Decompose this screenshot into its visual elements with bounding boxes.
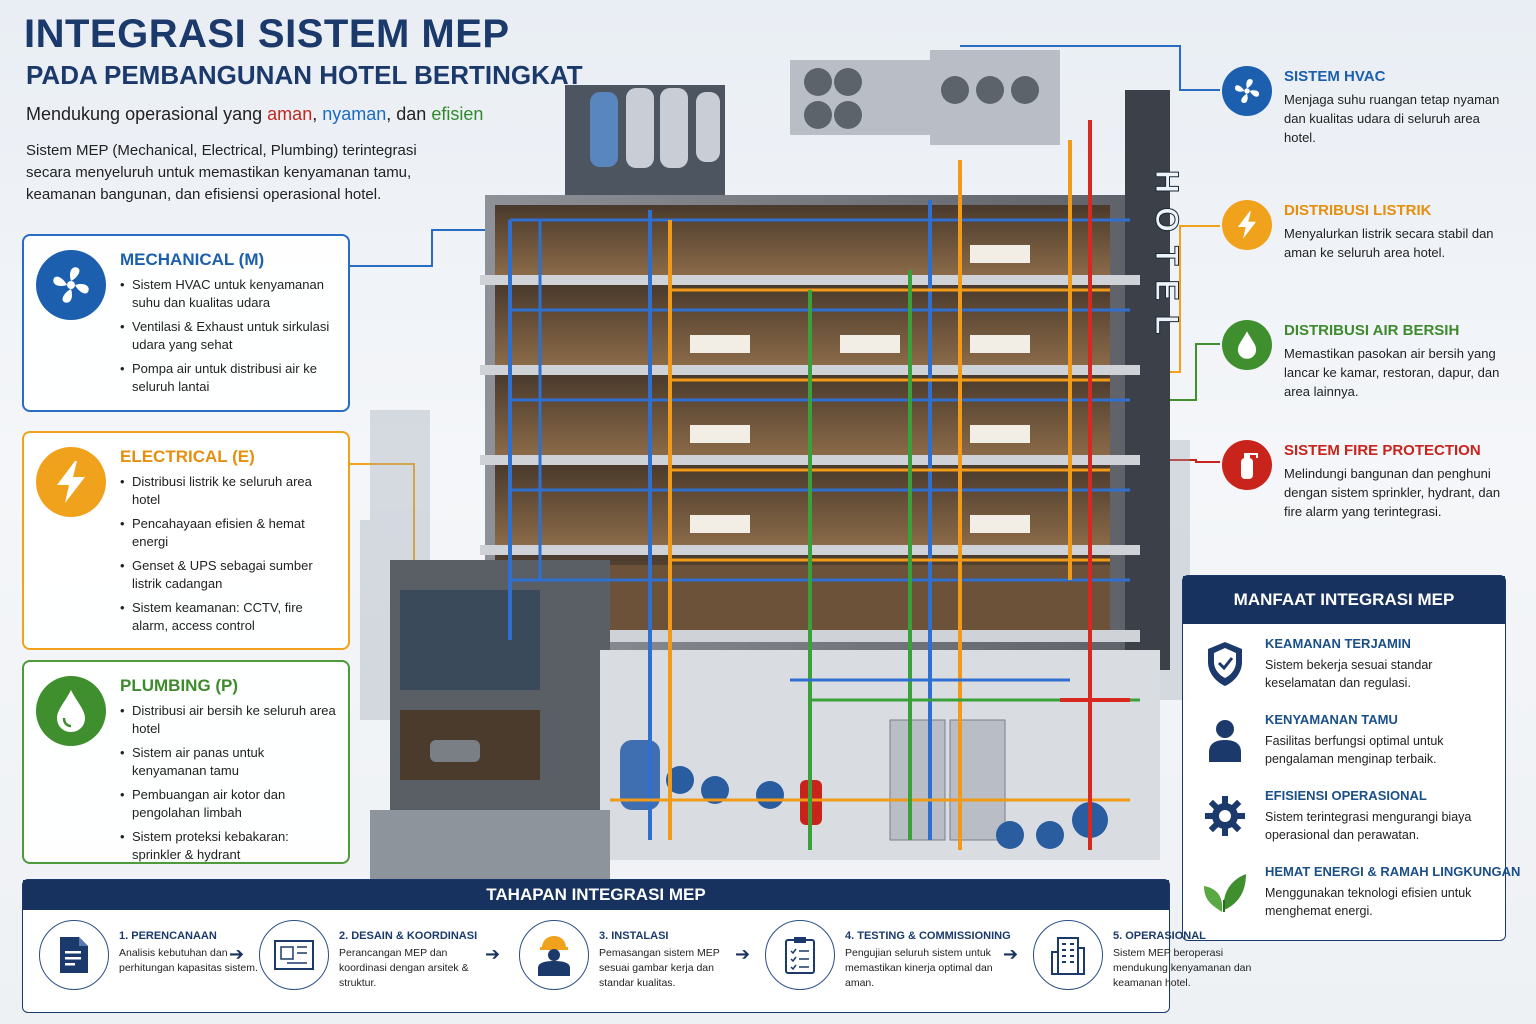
lightning-icon: [36, 447, 106, 517]
stages-panel: TAHAPAN INTEGRASI MEP 1. PERENCANAAN Ana…: [22, 879, 1251, 1013]
tagline-separator: ,: [312, 104, 323, 124]
list-item: Genset & UPS sebagai sumber listrik cada…: [120, 557, 338, 593]
list-item: Distribusi air bersih ke seluruh area ho…: [120, 702, 338, 738]
page-subtitle: PADA PEMBANGUNAN HOTEL BERTINGKAT: [26, 60, 583, 90]
tagline-word-efisien: efisien: [431, 104, 484, 124]
person-icon: [1201, 716, 1249, 764]
tagline-word-aman: aman: [267, 104, 313, 124]
system-electrical-title: DISTRIBUSI LISTRIK: [1284, 202, 1432, 219]
leaf-icon: [1201, 868, 1249, 916]
stage-title: 5. OPERASIONAL: [1113, 930, 1206, 942]
electrical-list: Distribusi listrik ke seluruh area hotel…: [120, 473, 338, 641]
system-fire-protection-title: SISTEM FIRE PROTECTION: [1284, 442, 1481, 459]
document-icon: [39, 920, 109, 990]
system-hvac-text: Menjaga suhu ruangan tetap nyaman dan ku…: [1284, 92, 1500, 145]
benefit-item: KEAMANAN TERJAMIN Sistem bekerja sesuai …: [1183, 636, 1507, 706]
tagline: Mendukung operasional yang aman, nyaman,…: [26, 104, 483, 125]
plumbing-title: PLUMBING (P): [120, 676, 239, 695]
benefit-title: HEMAT ENERGI & RAMAH LINGKUNGAN: [1265, 864, 1521, 879]
mep-pipes: [508, 120, 1140, 850]
benefit-text: Sistem terintegrasi mengurangi biaya ope…: [1265, 810, 1472, 842]
list-item: Pencahayaan efisien & hemat energi: [120, 515, 338, 551]
tagline-word-nyaman: nyaman: [322, 104, 387, 124]
worker-icon: [519, 920, 589, 990]
benefit-item: HEMAT ENERGI & RAMAH LINGKUNGAN Mengguna…: [1183, 864, 1520, 934]
list-item: Pompa air untuk distribusi air ke seluru…: [120, 360, 338, 396]
stage-text: Pengujian seluruh sistem untuk memastika…: [845, 947, 993, 989]
rooftop-equipment: [565, 50, 1060, 195]
tagline-prefix: Mendukung operasional yang: [26, 104, 268, 124]
electrical-panel: ELECTRICAL (E) Distribusi listrik ke sel…: [22, 431, 350, 650]
mechanical-title: MECHANICAL (M): [120, 250, 265, 269]
restaurant-floor: [600, 565, 1110, 630]
water-drop-icon: [36, 676, 106, 746]
list-item: Distribusi listrik ke seluruh area hotel: [120, 473, 338, 509]
stage-text: Pemasangan sistem MEP sesuai gambar kerj…: [599, 947, 720, 989]
arrow-right-icon: ➔: [735, 944, 751, 964]
fan-icon: [1222, 66, 1272, 116]
benefit-text: Menggunakan teknologi efisien untuk meng…: [1265, 886, 1472, 918]
list-item: Ventilasi & Exhaust untuk sirkulasi udar…: [120, 318, 338, 354]
stage-text: Analisis kebutuhan dan perhitungan kapas…: [119, 947, 258, 974]
benefit-item: KENYAMANAN TAMU Fasilitas berfungsi opti…: [1183, 712, 1507, 782]
list-item: Pembuangan air kotor dan pengolahan limb…: [120, 786, 338, 822]
arrow-right-icon: ➔: [1003, 944, 1019, 964]
list-item: Sistem air panas untuk kenyamanan tamu: [120, 744, 338, 780]
fan-icon: [36, 250, 106, 320]
mechanical-panel: MECHANICAL (M) Sistem HVAC untuk kenyama…: [22, 234, 350, 412]
clipboard-check-icon: [765, 920, 835, 990]
electrical-title: ELECTRICAL (E): [120, 447, 255, 466]
shield-check-icon: [1201, 640, 1249, 688]
stages-heading: TAHAPAN INTEGRASI MEP: [23, 880, 1169, 910]
stage-text: Perancangan MEP dan koordinasi dengan ar…: [339, 947, 469, 989]
list-item: Sistem proteksi kebakaran: sprinkler & h…: [120, 828, 338, 864]
system-clean-water-text: Memastikan pasokan air bersih yang lanca…: [1284, 346, 1500, 399]
street: [370, 810, 610, 880]
system-hvac-title: SISTEM HVAC: [1284, 68, 1386, 85]
system-fire-protection-text: Melindungi bangunan dan penghuni dengan …: [1284, 466, 1501, 519]
mechanical-list: Sistem HVAC untuk kenyamanan suhu dan ku…: [120, 276, 338, 402]
benefit-text: Fasilitas berfungsi optimal untuk pengal…: [1265, 734, 1444, 766]
list-item: Sistem keamanan: CCTV, fire alarm, acces…: [120, 599, 338, 635]
mep-plant-room: [600, 650, 1160, 860]
system-clean-water-title: DISTRIBUSI AIR BERSIH: [1284, 322, 1460, 339]
tower-side: [1125, 90, 1170, 670]
stage-title: 1. PERENCANAAN: [119, 930, 217, 942]
fire-extinguisher-icon: [1222, 440, 1272, 490]
stage-text: Sistem MEP beroperasi mendukung kenyaman…: [1113, 947, 1252, 989]
benefit-title: KEAMANAN TERJAMIN: [1265, 636, 1411, 651]
benefits-panel: MANFAAT INTEGRASI MEP KEAMANAN TERJAMIN …: [1182, 575, 1520, 941]
plumbing-list: Distribusi air bersih ke seluruh area ho…: [120, 702, 338, 870]
stage-title: 3. INSTALASI: [599, 930, 669, 942]
system-electrical-text: Menyalurkan listrik secara stabil dan am…: [1284, 226, 1494, 260]
building-icon: [1033, 920, 1103, 990]
stage-title: 4. TESTING & COMMISSIONING: [845, 930, 1011, 942]
hotel-building-illustration: HOTEL: [360, 20, 1190, 880]
intro-paragraph: Sistem MEP (Mechanical, Electrical, Plum…: [26, 142, 417, 203]
gear-icon: [1201, 792, 1249, 840]
hotel-sign: HOTEL: [1149, 170, 1185, 348]
stage-title: 2. DESAIN & KOORDINASI: [339, 930, 478, 942]
benefit-title: KENYAMANAN TAMU: [1265, 712, 1398, 727]
arrow-right-icon: ➔: [485, 944, 501, 964]
benefit-item: EFISIENSI OPERASIONAL Sistem terintegras…: [1183, 788, 1507, 858]
benefits-heading: MANFAAT INTEGRASI MEP: [1183, 576, 1505, 624]
list-item: Sistem HVAC untuk kenyamanan suhu dan ku…: [120, 276, 338, 312]
page-title: INTEGRASI SISTEM MEP: [24, 12, 510, 56]
benefit-text: Sistem bekerja sesuai standar keselamata…: [1265, 658, 1433, 690]
arrow-right-icon: ➔: [229, 944, 245, 964]
benefit-title: EFISIENSI OPERASIONAL: [1265, 788, 1427, 803]
water-drop-icon: [1222, 320, 1272, 370]
blueprint-icon: [259, 920, 329, 990]
lightning-icon: [1222, 200, 1272, 250]
plumbing-panel: PLUMBING (P) Distribusi air bersih ke se…: [22, 660, 350, 864]
tagline-separator: , dan: [386, 104, 432, 124]
